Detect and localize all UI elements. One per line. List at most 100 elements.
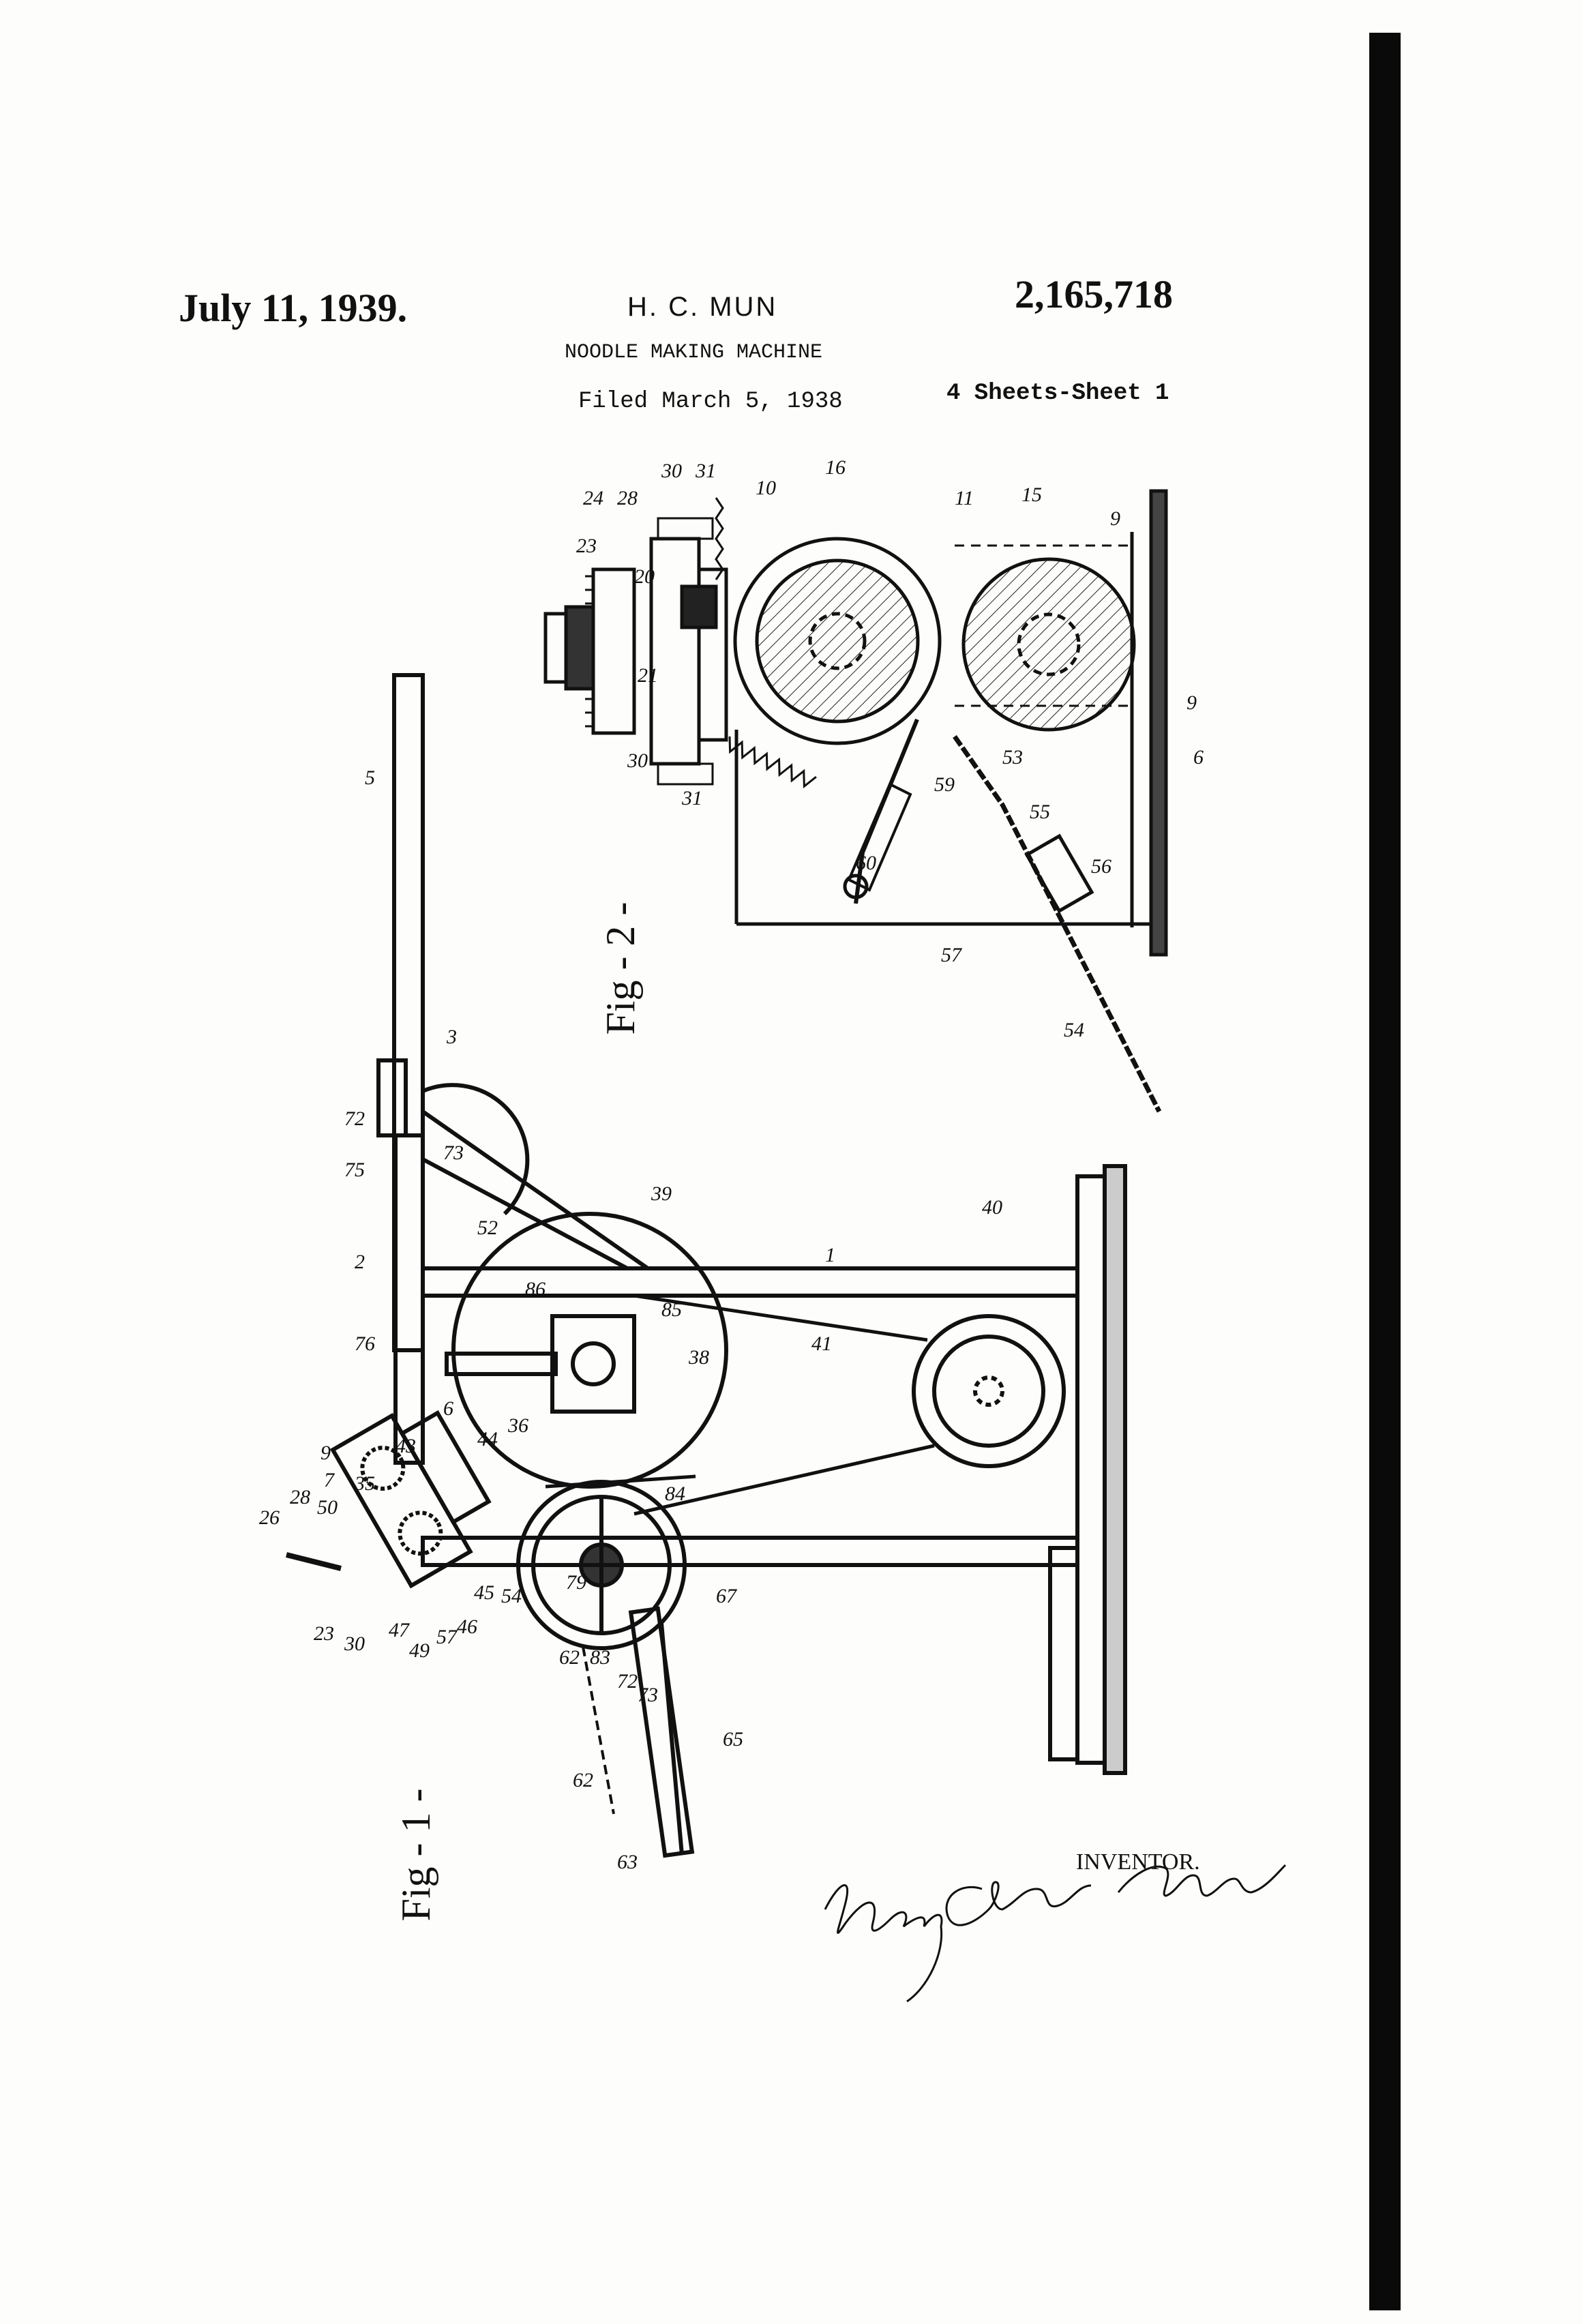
ref-15: 15 bbox=[1021, 483, 1042, 506]
ref1-35: 35 bbox=[354, 1472, 375, 1495]
ref1-73: 73 bbox=[443, 1142, 464, 1164]
ref1-50: 50 bbox=[317, 1496, 338, 1519]
ref1-43: 43 bbox=[395, 1435, 416, 1457]
ref-28: 28 bbox=[617, 487, 638, 509]
scan-edge-bar bbox=[1369, 33, 1401, 2310]
ref-21: 21 bbox=[638, 664, 658, 687]
ref1-85: 85 bbox=[661, 1298, 682, 1321]
fig1-pulley-40 bbox=[912, 1314, 1066, 1468]
fig1-base bbox=[1075, 1174, 1107, 1765]
ref-30b: 30 bbox=[627, 749, 648, 772]
ref-23: 23 bbox=[576, 535, 597, 557]
fig1-frame-1 bbox=[421, 1266, 1079, 1298]
ref-30: 30 bbox=[661, 460, 682, 482]
sheet-count: 4 Sheets-Sheet 1 bbox=[946, 381, 1169, 406]
fig2-housing bbox=[649, 537, 701, 766]
fig2-spring bbox=[728, 736, 817, 789]
ref1-23: 23 bbox=[314, 1622, 334, 1645]
ref1-9: 9 bbox=[320, 1442, 331, 1464]
ref1-86: 86 bbox=[525, 1278, 546, 1300]
fig1-large-disc bbox=[451, 1212, 728, 1489]
ref1-62a: 62 bbox=[559, 1646, 580, 1669]
fig1-cutter-assembly bbox=[329, 1410, 492, 1589]
ref-11: 11 bbox=[955, 487, 974, 509]
ref-20: 20 bbox=[634, 565, 655, 588]
fig1-table-5 bbox=[392, 673, 425, 1352]
ref1-47: 47 bbox=[389, 1619, 411, 1641]
ref1-79: 79 bbox=[566, 1571, 586, 1594]
fig2-label: Fig - 2 - bbox=[598, 902, 643, 1035]
fig1-label: Fig - 1 - bbox=[393, 1789, 438, 1922]
fig2-reference-numerals: 24 28 30 31 10 16 11 15 9 23 20 21 9 30 … bbox=[576, 456, 1204, 1041]
fig2-scraper-59 bbox=[854, 718, 919, 904]
fig2-base-plate bbox=[1149, 489, 1168, 957]
ref1-44: 44 bbox=[477, 1428, 498, 1450]
ref1-72b: 72 bbox=[617, 1670, 638, 1693]
ref1-84: 84 bbox=[665, 1483, 685, 1505]
ref1-45: 45 bbox=[474, 1581, 494, 1604]
ref1-6: 6 bbox=[443, 1397, 453, 1420]
ref1-41: 41 bbox=[811, 1332, 832, 1355]
inventor-signature bbox=[824, 1864, 1287, 2003]
inventor-name: H. C. MUN bbox=[627, 292, 778, 322]
fig1-crank-26 bbox=[286, 1552, 342, 1571]
ref-9b: 9 bbox=[1186, 691, 1197, 714]
ref-60: 60 bbox=[856, 852, 876, 874]
ref1-39: 39 bbox=[651, 1182, 672, 1205]
fig1-reference-numerals: 5 3 72 75 73 2 52 39 1 40 76 86 85 38 41… bbox=[259, 766, 1002, 1873]
fig1-label-group: Fig - 1 - bbox=[393, 1789, 438, 1922]
ref1-26: 26 bbox=[259, 1506, 280, 1529]
patent-date: July 11, 1939. bbox=[179, 286, 408, 330]
figure-2-drawing bbox=[543, 489, 1168, 1113]
ref-24: 24 bbox=[583, 487, 603, 509]
ref1-40: 40 bbox=[982, 1196, 1002, 1219]
ref-59: 59 bbox=[934, 773, 955, 796]
ref1-36: 36 bbox=[507, 1414, 528, 1437]
ref1-2: 2 bbox=[355, 1251, 365, 1273]
ref1-83: 83 bbox=[590, 1646, 610, 1669]
fig2-label-group: Fig - 2 - bbox=[598, 902, 643, 1035]
fig2-bracket-55 bbox=[1024, 833, 1094, 914]
patent-title: NOODLE MAKING MACHINE bbox=[565, 341, 823, 364]
fig2-gear-24 bbox=[591, 567, 636, 735]
fig1-chute-65 bbox=[628, 1606, 695, 1858]
ref1-67: 67 bbox=[716, 1585, 738, 1607]
ref1-28: 28 bbox=[290, 1486, 310, 1508]
ref-9a: 9 bbox=[1110, 507, 1120, 530]
ref1-62b: 62 bbox=[573, 1769, 593, 1791]
patent-number: 2,165,718 bbox=[1015, 272, 1173, 316]
ref1-1: 1 bbox=[825, 1244, 835, 1266]
ref1-30: 30 bbox=[344, 1633, 365, 1655]
fig2-outer-disc bbox=[733, 537, 942, 745]
fig1-rail-76 bbox=[393, 1133, 425, 1465]
ref1-75: 75 bbox=[344, 1159, 365, 1181]
ref1-76: 76 bbox=[355, 1332, 375, 1355]
ref-31b: 31 bbox=[681, 787, 702, 809]
ref1-73b: 73 bbox=[638, 1684, 658, 1706]
ref1-72: 72 bbox=[344, 1107, 365, 1130]
fig1-dashed-62 bbox=[582, 1646, 615, 1815]
fig2-chute-54 bbox=[953, 734, 1162, 1113]
fig2-roller-16 bbox=[755, 558, 920, 724]
ref-54: 54 bbox=[1064, 1019, 1084, 1041]
ref1-3: 3 bbox=[446, 1026, 457, 1048]
fig2-roller-15 bbox=[961, 557, 1136, 732]
ref1-5: 5 bbox=[365, 766, 375, 789]
filed-date: Filed March 5, 1938 bbox=[578, 389, 843, 415]
ref1-57: 57 bbox=[436, 1626, 458, 1648]
ref-56: 56 bbox=[1091, 855, 1111, 878]
ref1-38: 38 bbox=[688, 1346, 709, 1369]
ref1-54: 54 bbox=[501, 1585, 522, 1607]
ref-6: 6 bbox=[1193, 746, 1204, 769]
inventor-label: INVENTOR. bbox=[1076, 1849, 1200, 1875]
ref-57: 57 bbox=[941, 944, 963, 966]
ref1-49: 49 bbox=[409, 1639, 430, 1662]
ref-53: 53 bbox=[1002, 746, 1023, 769]
ref-31: 31 bbox=[695, 460, 716, 482]
ref1-7: 7 bbox=[324, 1469, 335, 1491]
ref1-63: 63 bbox=[617, 1851, 638, 1873]
ref-55: 55 bbox=[1030, 801, 1050, 823]
fig2-pivot-60 bbox=[843, 874, 869, 899]
fig1-bearing-85 bbox=[550, 1314, 636, 1414]
